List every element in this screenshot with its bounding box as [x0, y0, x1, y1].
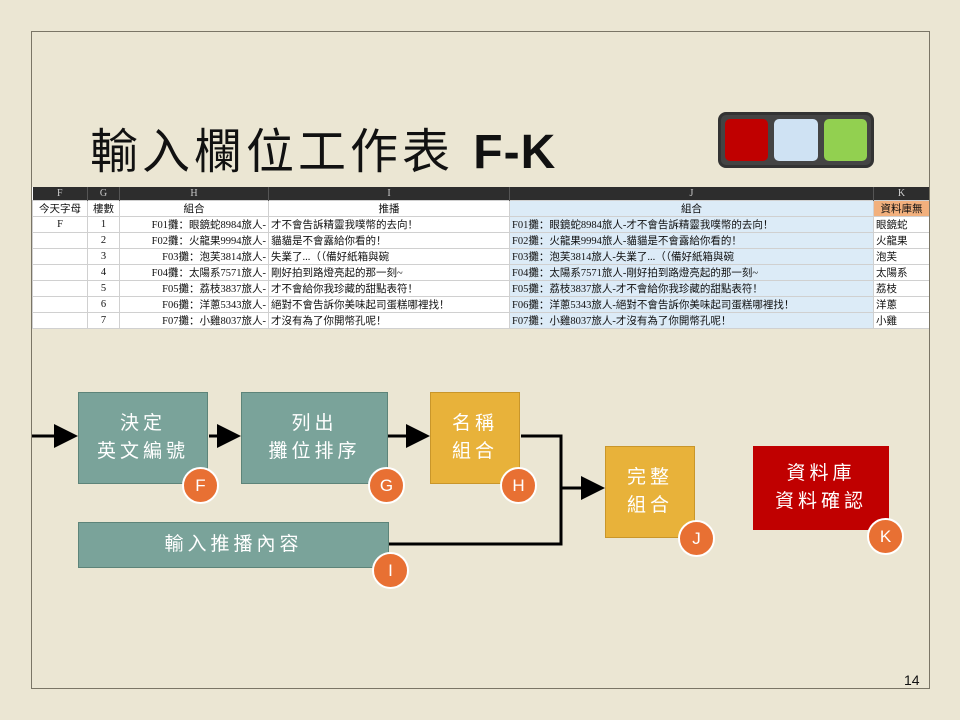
col-letter-g: G: [87, 187, 120, 201]
slide: 輸入欄位工作表 F-K F G H I J K 今天字母: [31, 31, 930, 689]
table-cell: F01攤：眼鏡蛇8984旅人-才不會告訴精靈我噗幣的去向！: [509, 216, 874, 233]
color-legend: [718, 112, 874, 168]
header-row: 今天字母 樓數 組合 推播 組合 資料庫無: [32, 200, 929, 217]
page-number: 14: [904, 672, 920, 688]
step-k-box: 資料庫 資料確認: [753, 446, 889, 530]
title-range: F-K: [473, 126, 557, 179]
badge-h: H: [500, 467, 537, 504]
col-letter-k: K: [873, 187, 929, 201]
legend-swatch-blue: [774, 119, 818, 161]
title-text: 輸入欄位工作表: [90, 124, 455, 180]
badge-j: J: [678, 520, 715, 557]
badge-k: K: [867, 518, 904, 555]
step-i-box: 輸入推播內容: [78, 522, 389, 568]
badge-i-letter: I: [388, 560, 393, 580]
step-h-label: 名稱 組合: [451, 412, 498, 462]
column-letter-row: F G H I J K: [32, 187, 929, 201]
table-cell: F07攤：小雞8037旅人-才沒有為了你開幣孔呢！: [509, 312, 874, 329]
step-g-box: 列出 攤位排序: [241, 392, 388, 484]
col-letter-h: H: [119, 187, 269, 201]
step-f-box: 決定 英文編號: [78, 392, 208, 484]
table-cell: 小雞: [873, 312, 929, 329]
badge-f-letter: F: [195, 475, 206, 495]
badge-j-letter: J: [692, 528, 701, 548]
legend-swatch-red: [725, 119, 769, 161]
badge-g: G: [368, 467, 405, 504]
flow-connectors: [32, 424, 605, 546]
step-i-label: 輸入推播內容: [164, 533, 303, 556]
step-j-label: 完整 組合: [626, 466, 673, 516]
legend-swatch-green: [823, 119, 867, 161]
header-cell: 資料庫無: [873, 200, 929, 217]
col-letter-f: F: [32, 187, 88, 201]
badge-i: I: [372, 552, 409, 589]
col-letter-j: J: [509, 187, 874, 201]
slide-title: 輸入欄位工作表 F-K: [90, 112, 556, 182]
badge-f: F: [182, 467, 219, 504]
step-g-label: 列出 攤位排序: [268, 412, 361, 462]
connector-h-i-merge: [389, 434, 563, 546]
step-f-label: 決定 英文編號: [96, 412, 189, 462]
step-h-box: 名稱 組合: [430, 392, 520, 484]
badge-h-letter: H: [512, 475, 525, 495]
header-cell: 組合: [509, 200, 874, 217]
step-k-label: 資料庫 資料確認: [774, 462, 867, 512]
badge-g-letter: G: [379, 475, 394, 495]
table-cell: F03攤：泡芙3814旅人-失業了...（（備好紙箱與碗: [509, 248, 874, 265]
step-j-box: 完整 組合: [605, 446, 695, 538]
col-letter-i: I: [268, 187, 510, 201]
table-cell: F02攤：火龍果9994旅人-貓貓是不會露給你看的！: [509, 232, 874, 249]
badge-k-letter: K: [879, 526, 892, 546]
